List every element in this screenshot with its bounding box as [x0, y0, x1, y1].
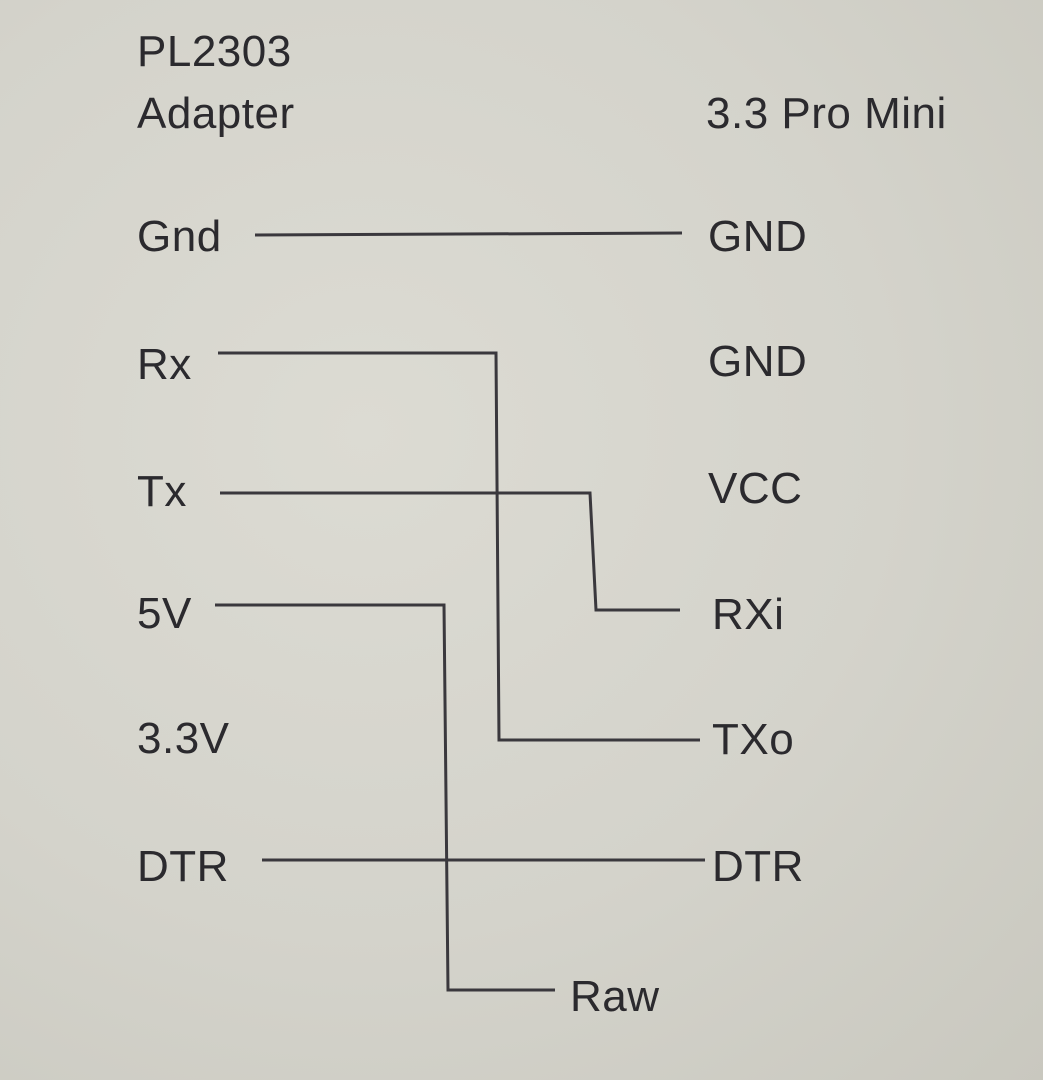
wire-5v-to-raw	[215, 603, 555, 992]
wire-tx-to-rxi	[220, 491, 680, 612]
left-pin-gnd: Gnd	[137, 212, 222, 261]
right-pin-gnd-1: GND	[708, 212, 808, 261]
wire-rx-to-txo	[218, 351, 700, 742]
left-header-line2: Adapter	[137, 89, 295, 138]
right-header: 3.3 Pro Mini	[706, 89, 947, 138]
left-pin-tx: Tx	[137, 467, 187, 516]
left-pin-5v: 5V	[137, 589, 192, 638]
right-pin-raw: Raw	[570, 972, 660, 1021]
left-pin-rx: Rx	[137, 340, 192, 389]
left-header-line1: PL2303	[137, 27, 292, 76]
right-pin-dtr: DTR	[712, 842, 804, 891]
right-pin-txo: TXo	[712, 715, 795, 764]
right-pin-gnd-2: GND	[708, 337, 808, 386]
wire-gnd-to-gnd	[254, 231, 683, 237]
left-pin-3v3: 3.3V	[137, 714, 230, 763]
left-pin-dtr: DTR	[137, 842, 229, 891]
right-pin-rxi: RXi	[712, 590, 785, 639]
right-pin-vcc: VCC	[708, 464, 803, 513]
